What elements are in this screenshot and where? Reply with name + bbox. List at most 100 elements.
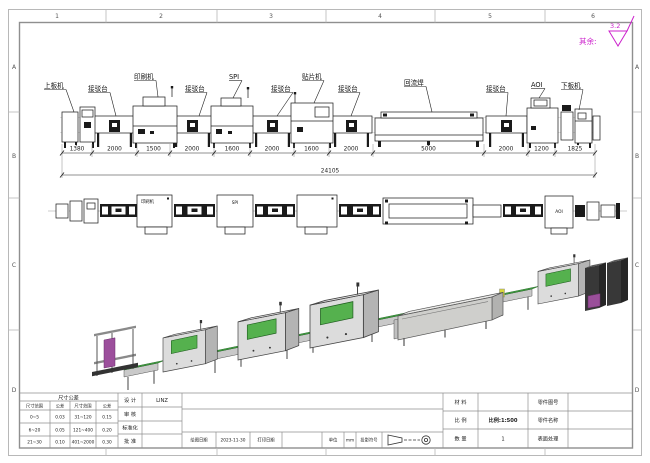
material-label: 材 料: [454, 398, 466, 406]
print-date-label: 打印日期: [257, 437, 274, 444]
zone-letter: A: [12, 64, 17, 71]
conveyor-side-symbols: [93, 115, 528, 147]
machine-label: 接驳台: [88, 84, 108, 93]
standard-label: 标准化: [122, 424, 138, 432]
spi-plan: [216, 194, 254, 235]
dim-value: 1600: [225, 147, 240, 153]
iso-unloader: [585, 257, 628, 311]
tolerance-cell: 0.30: [102, 440, 112, 446]
qty-label: 数 量: [454, 435, 466, 443]
machine-label: 下板机: [561, 81, 581, 90]
side-view: 上板机 接驳台 印刷机 接驳台 SPI 接驳台 贴片机 接驳台 回流焊 接驳台 …: [44, 72, 601, 178]
projection-label: 投影符号: [360, 437, 377, 444]
info-block: 材 料 比 例 数 量 比例:1:500 1 零件图号 零件名称 表面处理: [454, 398, 559, 443]
tolerance-cell: 0~5: [30, 415, 39, 421]
design-label: 设 计: [124, 396, 136, 404]
machine-label: 贴片机: [302, 72, 322, 81]
tolerance-header: 尺寸范围: [74, 403, 91, 410]
zone-number: 1: [55, 13, 59, 20]
zone-letter: C: [12, 262, 16, 269]
tolerance-cell: 31~120: [74, 415, 92, 421]
surface-roughness-note: 其余: 3.2: [579, 15, 635, 47]
machine-label: 上板机: [44, 81, 64, 90]
spi-plan-label: SPI: [232, 200, 239, 206]
machine-label: 接驳台: [185, 84, 205, 93]
surface-note-value: 3.2: [610, 22, 620, 30]
tolerance-cell: 0.03: [55, 415, 65, 421]
zone-number: 4: [378, 13, 382, 20]
machine-label: 印刷机: [134, 72, 154, 81]
approve-label: 批 准: [124, 437, 136, 445]
iso-spi: [237, 301, 300, 361]
dim-value: 1600: [304, 147, 319, 153]
signature-block: 设 计 LINZ 审 核 标准化 批 准: [122, 396, 168, 445]
machine-label: 接驳台: [338, 84, 358, 93]
sheet-frame: 1 2 3 4 5 6 A B C D A B C D: [8, 9, 642, 456]
reflow-plan: [382, 197, 502, 225]
dim-value: 5000: [421, 147, 436, 153]
printer-plan: [136, 194, 173, 235]
dim-value: 1500: [146, 147, 161, 153]
total-dim-value: 24105: [321, 169, 340, 175]
tolerance-header: 尺寸范围: [26, 403, 43, 410]
unit-value: mm: [346, 439, 354, 444]
machine-label: SPI: [229, 73, 239, 81]
aoi-side-symbol: [526, 97, 559, 148]
zone-letter: D: [12, 387, 17, 394]
zone-dividers: [8, 9, 642, 456]
tolerance-cell: 0.20: [102, 428, 112, 434]
printer-side-symbol: [132, 86, 178, 148]
unloader-side-symbol: [560, 105, 601, 148]
conveyor-plan-symbols: [100, 204, 543, 217]
draw-date-value: 2023-11-30: [221, 438, 246, 444]
dim-value: 2000: [265, 147, 280, 153]
spi-side-symbol: [210, 87, 254, 148]
dim-value: 2000: [344, 147, 359, 153]
iso-loader: [92, 325, 138, 377]
zone-number: 3: [269, 13, 273, 20]
zone-letter: C: [635, 262, 639, 269]
tolerance-table: 尺寸公差 尺寸范围 公差 尺寸范围 公差 0~5 0.03 31~120 0.1…: [26, 394, 112, 446]
draw-date-label: 绘图日期: [190, 437, 207, 444]
dim-value: 1380: [70, 147, 85, 153]
machine-label: 回流焊: [404, 78, 424, 87]
dimension-chain: 1380 2000 1500 2000 1600 2000 1600 2000 …: [59, 144, 598, 178]
zone-number: 6: [591, 13, 595, 20]
zone-number: 2: [159, 13, 163, 20]
part-name-label: 零件名称: [538, 416, 559, 424]
zone-numbers-top: 1 2 3 4 5 6: [55, 13, 595, 20]
dim-value: 2000: [185, 147, 200, 153]
tolerance-cell: 0.05: [55, 428, 65, 434]
zone-letter: B: [12, 153, 16, 160]
design-value: LINZ: [156, 398, 168, 404]
check-label: 审 核: [124, 410, 136, 418]
qty-value: 1: [501, 437, 504, 443]
iso-view: [92, 253, 628, 391]
loader-side-symbol: [61, 106, 96, 148]
roughness-icon: [608, 30, 628, 47]
title-block-lines: [19, 392, 633, 448]
unloader-plan: [575, 201, 620, 221]
machine-label: 接驳台: [486, 84, 506, 93]
tolerance-header: 公差: [103, 403, 112, 410]
aoi-plan-label: AOI: [555, 209, 563, 215]
mounter-plan: [296, 194, 338, 235]
tolerance-title: 尺寸公差: [58, 394, 79, 402]
aoi-plan: [544, 195, 574, 235]
iso-aoi: [537, 253, 591, 305]
dim-value: 1825: [568, 147, 583, 153]
footer-row: 绘图日期 2023-11-30 打印日期 单位 mm 投影符号: [190, 434, 431, 446]
iso-reflow: [393, 291, 504, 346]
zone-number: 5: [488, 13, 492, 20]
dim-value: 2000: [107, 147, 122, 153]
tolerance-cell: 121~400: [73, 428, 93, 434]
dim-value: 2000: [499, 147, 514, 153]
iso-mounter: [309, 281, 380, 349]
mounter-side-symbol: [290, 92, 334, 148]
tolerance-cell: 0.15: [102, 415, 112, 421]
scale-value: 比例:1:500: [489, 416, 518, 424]
tolerance-cell: 21~30: [27, 440, 42, 446]
zone-letters-right: A B C D: [635, 64, 640, 394]
